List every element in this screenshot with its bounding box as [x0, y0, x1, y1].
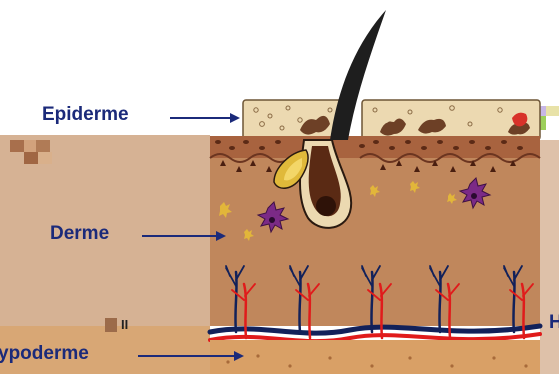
epidermis-layer	[243, 100, 540, 140]
label-hypoderme: ypoderme	[0, 344, 89, 363]
dermis-layer	[210, 136, 540, 326]
vein-main	[210, 326, 540, 333]
label-right-fragment: H	[549, 313, 559, 332]
capillary-vein	[439, 272, 440, 332]
label-mark: II	[121, 318, 128, 331]
capillary-vein	[371, 272, 372, 332]
capillary-vein	[513, 272, 514, 332]
arrow-epiderme	[170, 113, 240, 123]
capillary-vein	[299, 272, 300, 332]
background-panel-right	[540, 140, 559, 374]
label-derme: Derme	[50, 224, 109, 243]
capillary-vein	[235, 272, 236, 332]
hypodermis-layer	[210, 340, 540, 374]
label-epiderme: Epiderme	[42, 105, 129, 124]
